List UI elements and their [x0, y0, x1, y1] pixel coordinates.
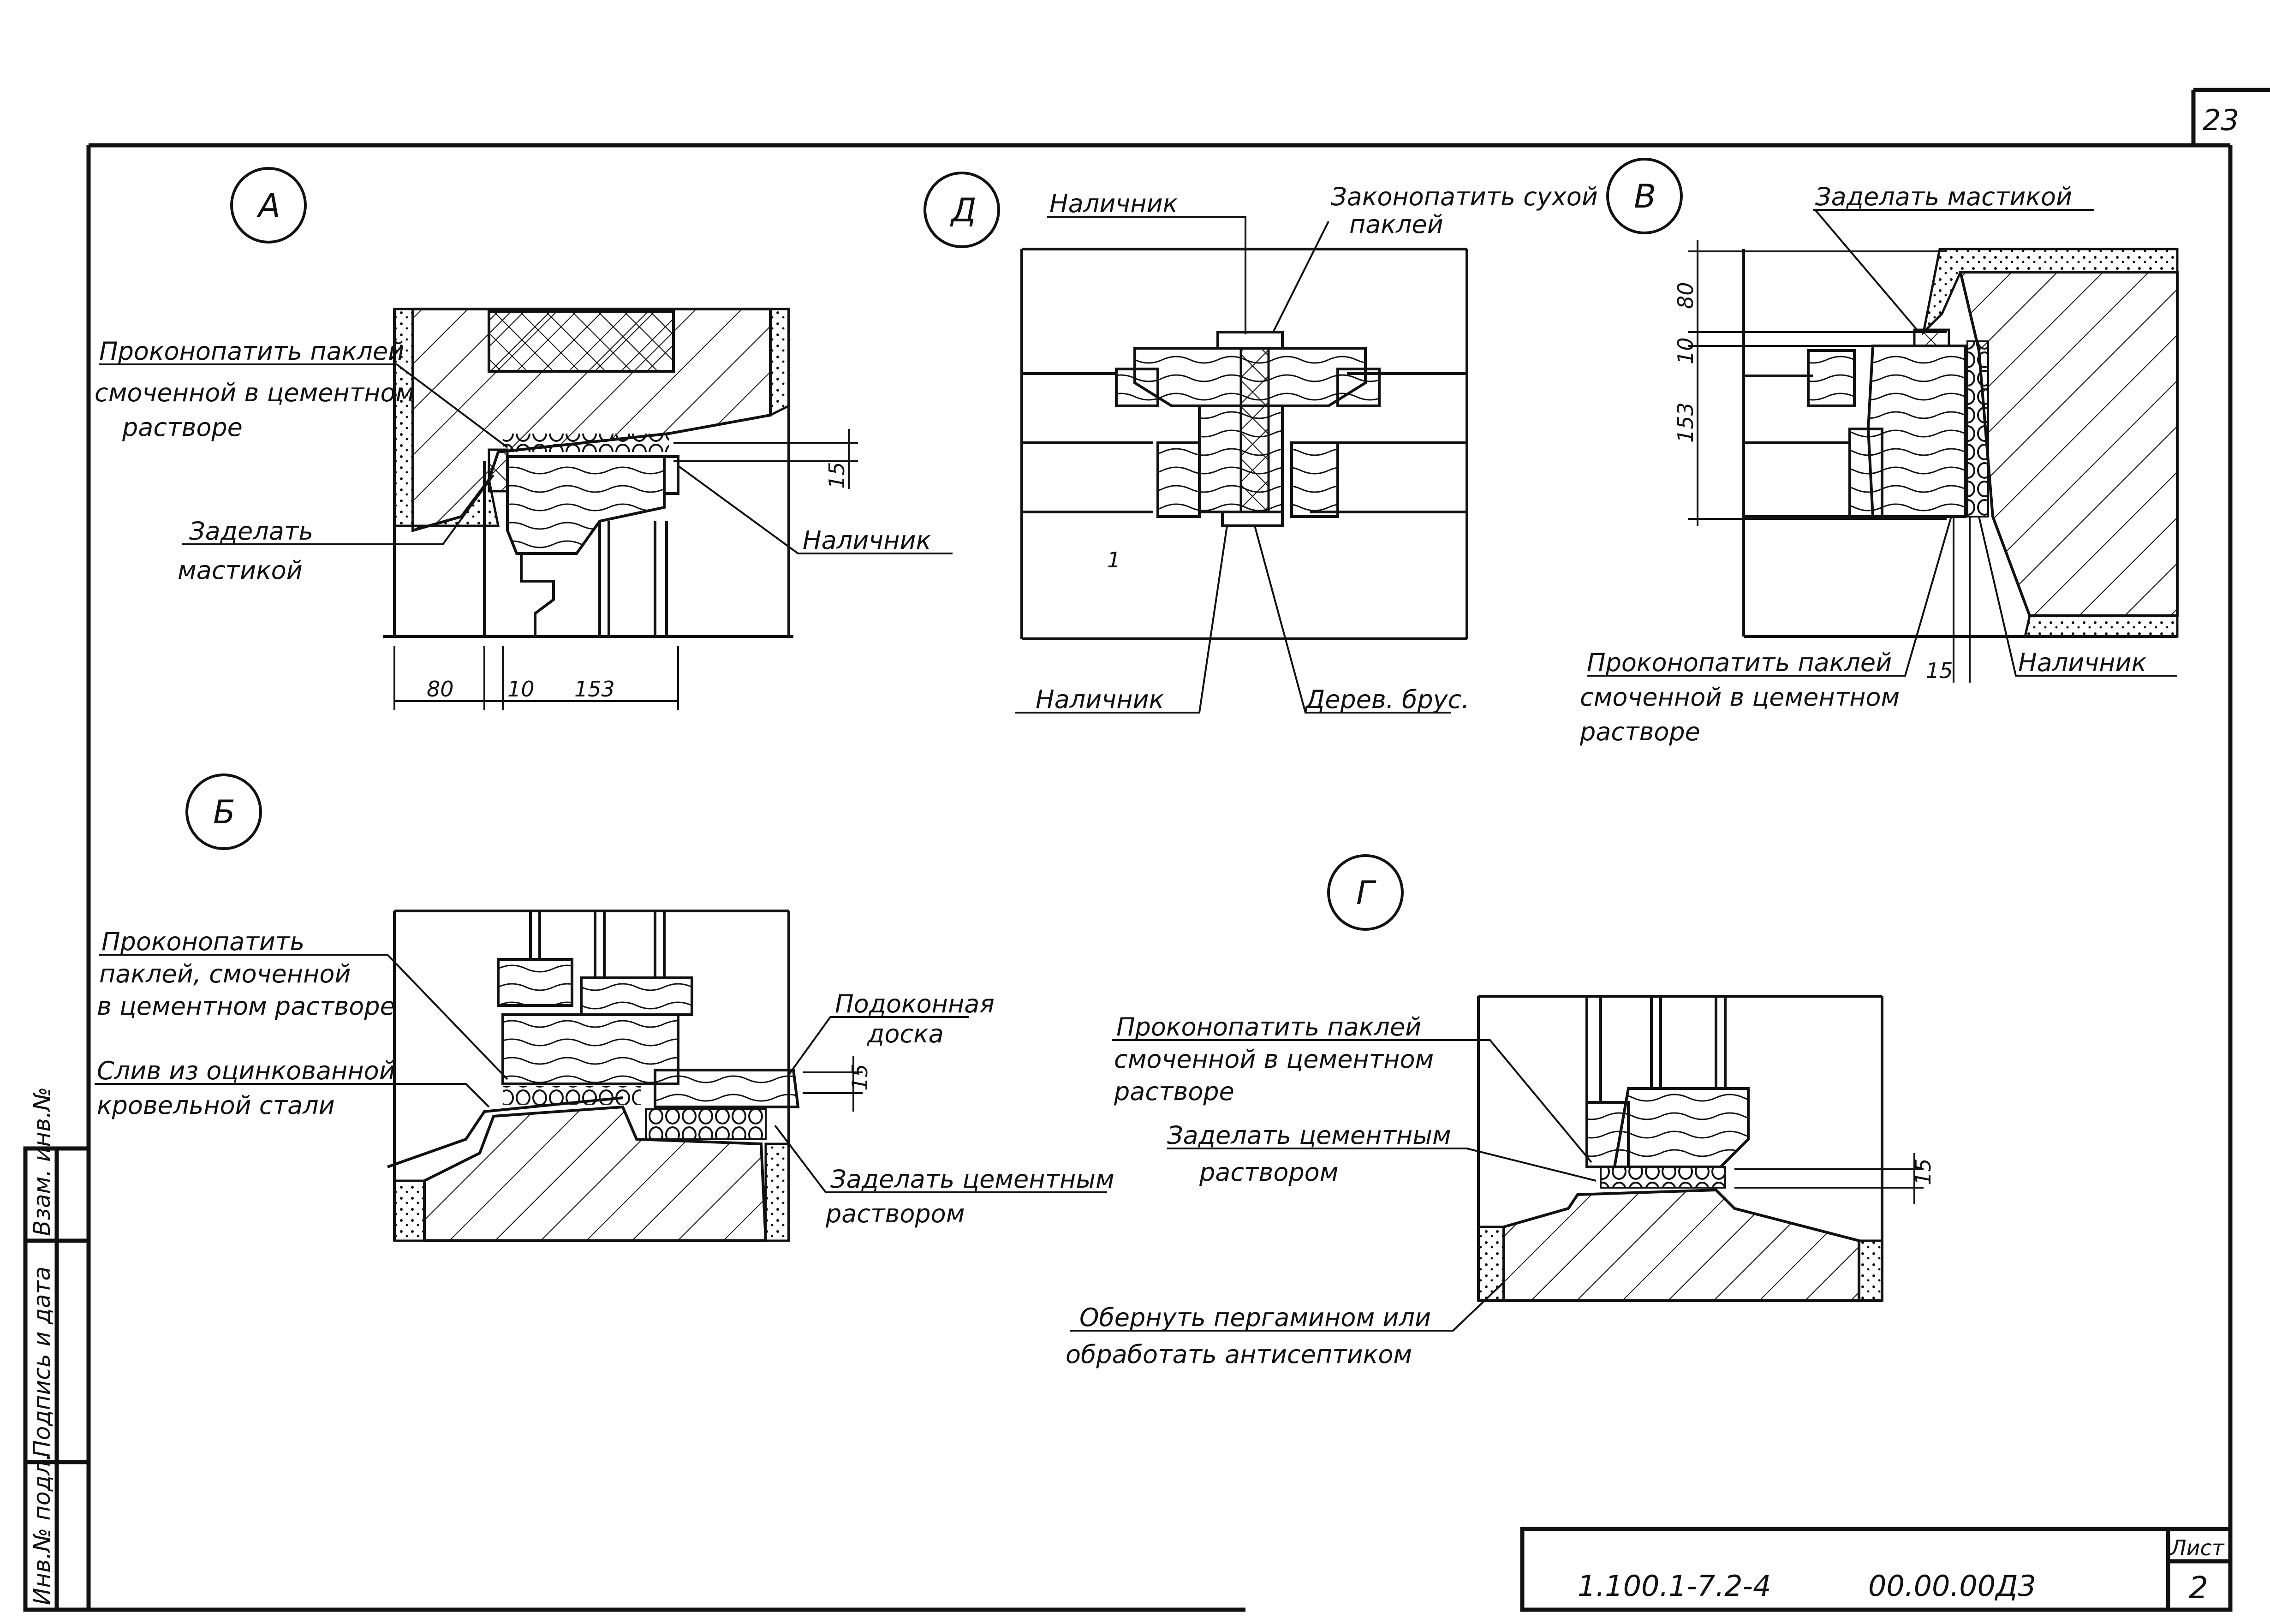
b-caulk-line3: в цементном растворе: [97, 992, 395, 1021]
a-casing-label: Наличник: [803, 526, 931, 555]
v-mastic: Заделать мастикой: [1815, 182, 2072, 211]
v-dim-10: 10: [1673, 337, 1698, 364]
detail-v-wall: [1959, 271, 2179, 617]
detail-g-marker: [1327, 854, 1404, 931]
a-dim-15: 15: [824, 462, 849, 489]
v-caulk-line3: растворе: [1579, 717, 1700, 746]
b-caulk-line1: Проконопатить: [101, 927, 304, 956]
detail-a-mark: А: [256, 187, 280, 225]
list-label: Лист: [2169, 1535, 2225, 1560]
a-mastic-line2: мастикой: [178, 556, 303, 585]
detail-v-frame: [1866, 345, 1966, 518]
g-mortar-line1: Заделать цементным: [1167, 1121, 1451, 1150]
d-casing-bottom: Наличник: [1036, 685, 1164, 714]
page-number: 23: [2203, 103, 2239, 137]
a-dim-80: 80: [427, 677, 454, 702]
detail-b-wall: [423, 1105, 768, 1242]
side-stamp: [23, 1146, 91, 1612]
detail-b-marker: [185, 773, 262, 850]
g-wrap-line1: Обернуть пергамином или: [1079, 1303, 1431, 1332]
detail-a: А: [99, 167, 953, 710]
d-small-mark: 1: [1107, 547, 1120, 572]
detail-b-mark: Б: [213, 793, 235, 831]
detail-d: Д: [923, 172, 1468, 714]
detail-g-mark: Г: [1356, 874, 1376, 912]
g-caulk-line2: смоченной в цементном: [1114, 1045, 1434, 1074]
a-caulk-line1: Проконопатить паклей: [99, 337, 404, 366]
b-drip-line1: Слив из оцинкованной: [97, 1056, 395, 1085]
g-wrap-line2: обработать антисептиком: [1066, 1340, 1412, 1369]
d-dry-line1: Законопатить сухой: [1331, 182, 1598, 211]
g-caulk-line1: Проконопатить паклей: [1116, 1012, 1421, 1041]
designation: 1.100.1-7.2-4: [1578, 1569, 1771, 1603]
detail-d-marker: [923, 172, 1000, 248]
detail-v: В: [1587, 158, 2179, 683]
b-dim-15: 15: [847, 1064, 872, 1091]
stamp-signature-date: Подпись и дата: [29, 1267, 55, 1457]
b-mortar-line2: раствором: [825, 1199, 965, 1228]
d-beam: Дерев. брус.: [1305, 685, 1469, 714]
v-dim-15: 15: [1926, 658, 1953, 683]
detail-g-frame: [1613, 1087, 1750, 1168]
a-dim-153: 153: [574, 677, 615, 702]
d-dry-line2: паклей: [1349, 210, 1443, 239]
b-caulk-line2: паклей, смоченной: [99, 959, 351, 988]
v-dim-153: 153: [1673, 402, 1698, 443]
b-sill-line2: доска: [867, 1019, 944, 1048]
detail-g-wall: [1502, 1188, 1860, 1302]
drawing-code: 00.00.00Д3: [1868, 1569, 2036, 1603]
stamp-inv-replace: Взам. инв.№: [29, 1087, 55, 1236]
v-casing: Наличник: [2018, 648, 2147, 677]
b-drip-line2: кровельной стали: [97, 1091, 335, 1120]
stamp-inv-original: Инв.№ подл.: [29, 1453, 55, 1605]
v-caulk-line2: смоченной в цементном: [1580, 683, 1900, 712]
detail-b-sill-board: [654, 1069, 800, 1108]
g-dim-15: 15: [1911, 1158, 1936, 1185]
v-dim-80: 80: [1673, 282, 1698, 309]
d-casing-top: Наличник: [1049, 189, 1178, 218]
detail-b: Б: [95, 773, 1107, 1242]
detail-d-mark: Д: [950, 191, 977, 229]
g-mortar-line2: раствором: [1199, 1158, 1338, 1187]
list-number: 2: [2189, 1570, 2208, 1606]
v-caulk-line1: Проконопатить паклей: [1587, 648, 1892, 677]
g-caulk-line3: растворе: [1114, 1077, 1234, 1106]
detail-a-marker: [230, 167, 307, 244]
detail-v-marker: [1606, 158, 1683, 234]
detail-b-frame: [501, 1013, 679, 1085]
detail-a-frame: [506, 455, 666, 555]
a-dim-10: 10: [507, 677, 535, 702]
b-sill-line1: Подоконная: [835, 989, 995, 1018]
sheet-frame: [86, 88, 2270, 1612]
a-caulk-line3: растворе: [122, 413, 243, 442]
detail-v-mark: В: [1634, 178, 1656, 215]
b-mortar-line1: Заделать цементным: [830, 1165, 1114, 1194]
a-caulk-line2: смоченной в цементном: [95, 378, 414, 407]
a-mastic-line1: Заделать: [189, 517, 313, 546]
detail-g: Г: [1070, 854, 1924, 1332]
